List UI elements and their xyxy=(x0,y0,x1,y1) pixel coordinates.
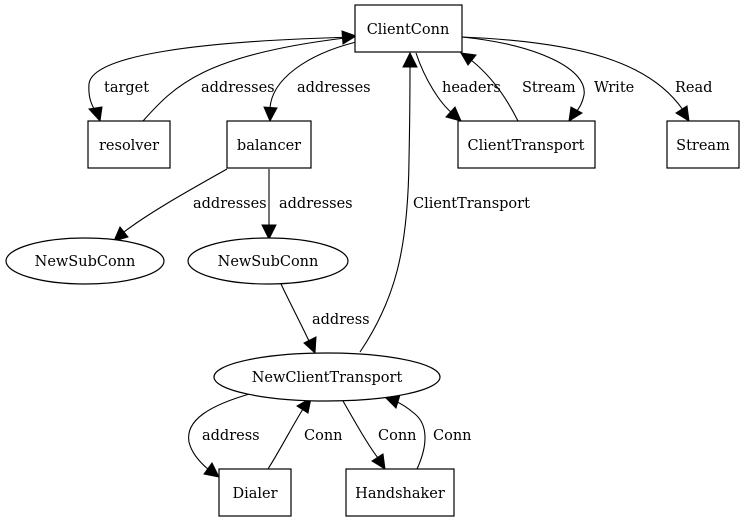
node-clientconn: ClientConn xyxy=(354,4,463,53)
node-balancer: balancer xyxy=(226,120,312,169)
edge-headers xyxy=(415,52,462,122)
node-label-stream: Stream xyxy=(676,138,730,154)
node-label-newsubconn-mid: NewSubConn xyxy=(218,254,319,270)
edge-label-headers: headers xyxy=(442,80,501,96)
edge-label-stream-return: Stream xyxy=(522,80,576,96)
edge-label-addresses-to-balancer: addresses xyxy=(297,80,371,96)
node-newsubconn-left: NewSubConn xyxy=(5,237,165,285)
edge-label-read: Read xyxy=(675,80,712,96)
edge-label-addresses-to-newsubconn-left: addresses xyxy=(193,196,267,212)
edge-address-to-dialer xyxy=(188,392,254,478)
node-handshaker: Handshaker xyxy=(345,468,455,517)
node-newclienttransport: NewClientTransport xyxy=(213,352,441,402)
edge-label-address-to-dialer: address xyxy=(202,428,260,444)
edge-label-conn-to-handshaker: Conn xyxy=(378,428,417,444)
node-dialer: Dialer xyxy=(218,468,292,517)
edge-label-clienttransport-return: ClientTransport xyxy=(413,196,530,212)
edge-label-target: target xyxy=(104,80,149,96)
edge-write xyxy=(461,36,585,122)
node-label-newsubconn-left: NewSubConn xyxy=(35,254,136,270)
edge-conn-to-handshaker xyxy=(342,400,386,470)
node-newsubconn-mid: NewSubConn xyxy=(187,237,349,285)
edge-target xyxy=(87,36,356,123)
edge-addresses-to-newsubconn-left xyxy=(113,168,228,242)
node-resolver: resolver xyxy=(87,120,171,169)
edge-addresses-to-newsubconn-mid xyxy=(261,169,277,241)
edge-addresses-from-resolver xyxy=(142,30,358,122)
edge-stream-return xyxy=(460,52,519,122)
edge-label-conn-from-dialer: Conn xyxy=(304,428,343,444)
node-label-resolver: resolver xyxy=(99,138,159,154)
edge-label-addresses-to-newsubconn-mid: addresses xyxy=(279,196,353,212)
node-label-handshaker: Handshaker xyxy=(355,486,445,502)
edge-label-addresses-from-resolver: addresses xyxy=(201,80,275,96)
edge-label-conn-from-handshaker: Conn xyxy=(433,428,472,444)
node-label-newclienttransport: NewClientTransport xyxy=(252,370,403,386)
edge-conn-from-dialer xyxy=(267,397,312,470)
node-label-dialer: Dialer xyxy=(232,486,277,502)
edge-label-address-to-newclienttransport: address xyxy=(312,312,370,328)
edge-address-to-newclienttransport xyxy=(280,283,317,355)
node-label-balancer: balancer xyxy=(237,138,301,154)
edge-addresses-to-balancer xyxy=(263,41,357,123)
edge-clienttransport-return xyxy=(359,51,418,353)
edge-read xyxy=(461,36,690,122)
node-stream: Stream xyxy=(666,120,740,169)
node-clienttransport: ClientTransport xyxy=(457,120,596,169)
edge-label-write: Write xyxy=(594,80,634,96)
node-label-clientconn: ClientConn xyxy=(367,22,450,38)
node-label-clienttransport: ClientTransport xyxy=(468,138,585,154)
